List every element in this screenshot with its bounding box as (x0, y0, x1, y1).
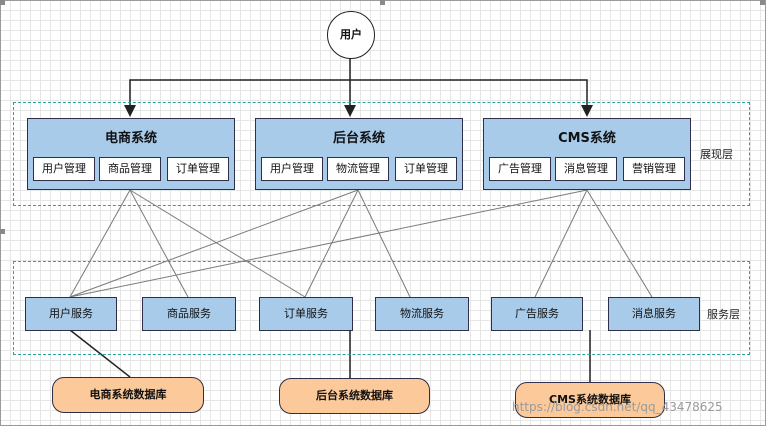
backend-module-logistics[interactable]: 物流管理 (327, 157, 389, 181)
link-service1-db1 (69, 329, 131, 378)
db-backend[interactable]: 后台系统数据库 (279, 378, 430, 414)
ecommerce-module-order[interactable]: 订单管理 (167, 157, 229, 181)
link-bk-logistics (357, 189, 411, 298)
cms-module-marketing[interactable]: 营销管理 (623, 157, 685, 181)
cms-system[interactable]: CMS系统 广告管理 消息管理 营销管理 (483, 118, 691, 190)
watermark: https://blog.csdn.net/qq_43478625 (512, 400, 723, 414)
service-order[interactable]: 订单服务 (259, 297, 353, 331)
backend-system[interactable]: 后台系统 用户管理 物流管理 订单管理 (255, 118, 463, 190)
link-ec-user (69, 189, 131, 298)
link-cms-message (586, 189, 653, 298)
ecommerce-system-title: 电商系统 (104, 131, 157, 146)
link-cms-ad (534, 189, 588, 298)
resize-handle-tl[interactable] (0, 0, 5, 5)
presentation-layer-label: 展现层 (700, 148, 733, 161)
service-logistics[interactable]: 物流服务 (375, 297, 469, 331)
link-bk-user (69, 189, 359, 298)
service-user[interactable]: 用户服务 (25, 297, 117, 331)
service-message[interactable]: 消息服务 (608, 297, 700, 331)
link-bk-order (304, 189, 359, 298)
arrow-user-to-ecommerce (124, 57, 351, 117)
service-layer (13, 261, 750, 355)
ecommerce-module-user[interactable]: 用户管理 (33, 157, 95, 181)
backend-module-order[interactable]: 订单管理 (395, 157, 457, 181)
resize-handle-tc[interactable] (380, 0, 385, 5)
db-cms[interactable]: CMS系统数据库 (515, 382, 665, 418)
link-ec-product (129, 189, 189, 298)
db-ecommerce[interactable]: 电商系统数据库 (52, 377, 204, 413)
presentation-layer (13, 102, 750, 206)
service-layer-label: 服务层 (707, 308, 740, 321)
backend-module-user[interactable]: 用户管理 (261, 157, 323, 181)
service-product[interactable]: 商品服务 (142, 297, 236, 331)
cms-module-ad[interactable]: 广告管理 (489, 157, 551, 181)
link-cms-user (69, 189, 588, 298)
ecommerce-module-product[interactable]: 商品管理 (99, 157, 161, 181)
user-node[interactable]: 用户 (327, 11, 375, 59)
backend-system-title: 后台系统 (332, 131, 385, 146)
link-ec-order (129, 189, 306, 298)
ecommerce-system[interactable]: 电商系统 用户管理 商品管理 订单管理 (27, 118, 235, 190)
cms-system-title: CMS系统 (558, 131, 616, 146)
resize-handle-tr[interactable] (760, 0, 765, 5)
cms-module-message[interactable]: 消息管理 (555, 157, 617, 181)
service-ad[interactable]: 广告服务 (491, 297, 583, 331)
resize-handle-ml[interactable] (0, 229, 5, 234)
